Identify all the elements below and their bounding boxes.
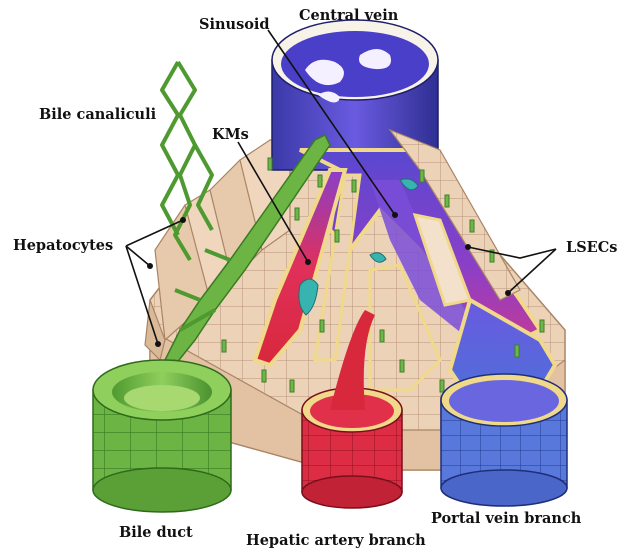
label-central-vein: Central vein (299, 9, 398, 24)
label-bile-duct: Bile duct (119, 526, 193, 541)
label-hepatic-artery-branch: Hepatic artery branch (246, 534, 426, 549)
label-kms: KMs (212, 128, 249, 143)
label-hepatocytes: Hepatocytes (13, 239, 113, 254)
label-portal-vein-branch: Portal vein branch (431, 512, 581, 527)
label-lsecs: LSECs (566, 241, 617, 256)
bile-duct (93, 360, 231, 512)
portal-vein (441, 374, 567, 506)
label-sinusoid: Sinusoid (199, 18, 270, 33)
label-bile-canaliculi: Bile canaliculi (39, 108, 156, 123)
